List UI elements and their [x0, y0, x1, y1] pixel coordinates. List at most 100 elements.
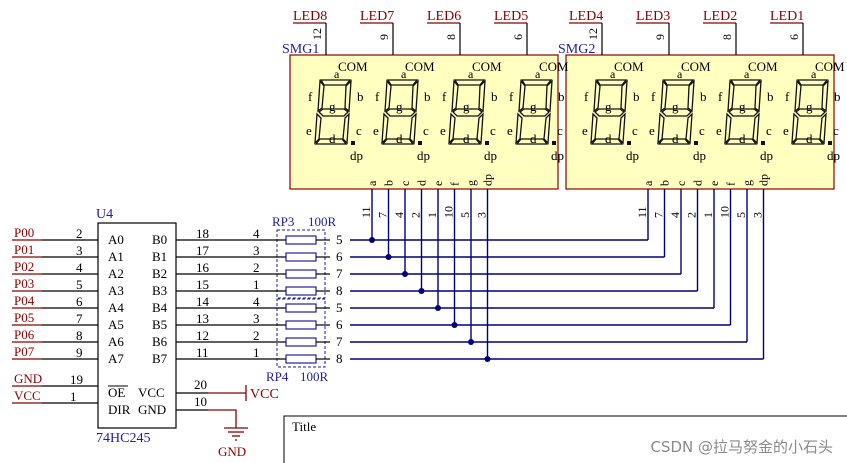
segment-f [794, 79, 802, 113]
label-a: a [334, 67, 340, 81]
label-a: a [811, 67, 817, 81]
segment-b [754, 79, 762, 113]
rp3-value: 100R [308, 214, 337, 229]
resistor-network-rp3 [276, 229, 326, 299]
segment-g [728, 108, 759, 117]
rp-pin-number: 7 [336, 334, 343, 349]
junction-dot [468, 339, 474, 345]
segment-pin-name: d [691, 180, 705, 186]
rp-pin-number: 1 [253, 345, 260, 360]
led-label: LED5 [494, 9, 528, 24]
segment-c [409, 112, 417, 145]
pin-number: 6 [76, 294, 83, 309]
led-label: LED2 [703, 9, 737, 24]
segment-e [515, 112, 523, 145]
label-d: d [806, 131, 813, 146]
led-label: LED4 [569, 9, 603, 24]
segment-pin-name: c [398, 181, 412, 186]
segment-e [448, 112, 456, 145]
label-g: g [530, 99, 537, 114]
pin-name: A6 [108, 334, 124, 349]
segment-b [620, 79, 628, 113]
label-b: b [700, 89, 707, 104]
label-b: b [424, 89, 431, 104]
segment-a [319, 79, 352, 86]
label-b: b [767, 89, 774, 104]
pin-number: 1 [70, 389, 77, 404]
segment-pin-name: dp [757, 174, 771, 186]
title-label: Title [292, 419, 316, 434]
label-d: d [463, 131, 470, 146]
net-label-p07: P07 [14, 344, 35, 359]
segment-a [453, 79, 486, 86]
com-pin-number: 8 [444, 34, 458, 40]
segment-f [384, 79, 392, 113]
com-pin-number: 12 [586, 28, 600, 40]
com-pin-number: 9 [377, 34, 391, 40]
resistor [285, 354, 317, 364]
segment-pin-number: 1 [701, 212, 715, 218]
com-pin-number: 6 [511, 34, 525, 40]
label-dp: dp [760, 148, 773, 163]
bus-wires [350, 189, 765, 362]
rp-pin-number: 6 [336, 317, 343, 332]
label-a: a [401, 67, 407, 81]
label-a: a [677, 67, 683, 81]
resistor [285, 269, 317, 279]
resistor [285, 303, 317, 313]
label-d: d [605, 131, 612, 146]
label-a: a [468, 67, 474, 81]
segment-a [386, 79, 419, 86]
pin-number: 12 [196, 328, 209, 343]
segment-a [520, 79, 553, 86]
label-dp: dp [551, 148, 564, 163]
rp-pin-number: 2 [253, 328, 260, 343]
segment-c [752, 112, 760, 145]
pin-number: 18 [196, 226, 209, 241]
segment-pin-number: 2 [685, 212, 699, 218]
net-label-p06: P06 [14, 327, 35, 342]
label-dp: dp [350, 148, 363, 163]
com-pin-number: 6 [787, 34, 801, 40]
display-module-smg2 [565, 54, 835, 190]
pin-name: A2 [108, 266, 124, 281]
label-dp: dp [693, 148, 706, 163]
net-label-p03: P03 [14, 276, 34, 291]
segment-pin-name: f [448, 182, 462, 186]
pin-number: 19 [70, 372, 83, 387]
net-label-p02: P02 [14, 259, 34, 274]
segment-dp [627, 141, 631, 145]
com-pin-number: 8 [720, 34, 734, 40]
label-com: COM [748, 59, 778, 74]
label-com: COM [815, 59, 845, 74]
label-f: f [509, 89, 514, 104]
junction-dot [385, 254, 392, 260]
label-g: g [396, 99, 403, 114]
label-e: e [582, 123, 588, 138]
label-c: c [766, 123, 772, 138]
label-e: e [716, 123, 722, 138]
segment-a [796, 79, 829, 86]
chip-ref: U4 [96, 207, 113, 222]
segment-d [590, 138, 624, 145]
rp4-ref: RP4 [266, 369, 289, 384]
pin-name: B0 [152, 232, 167, 247]
gnd-symbol: GND [208, 409, 248, 459]
label-f: f [308, 89, 313, 104]
pin-number: 3 [76, 243, 83, 258]
rp-pin-number: 3 [253, 243, 260, 258]
segment-pin-number: 4 [392, 212, 406, 218]
led-label: LED6 [427, 9, 461, 24]
segment-d [515, 138, 549, 145]
segment-b [687, 79, 695, 113]
net-label-p01: P01 [14, 242, 34, 257]
label-b: b [558, 89, 565, 104]
label-b: b [491, 89, 498, 104]
junction-dot [451, 322, 458, 328]
rp-pin-number: 5 [336, 232, 343, 247]
segment-d [657, 138, 691, 145]
label-dp: dp [484, 148, 497, 163]
